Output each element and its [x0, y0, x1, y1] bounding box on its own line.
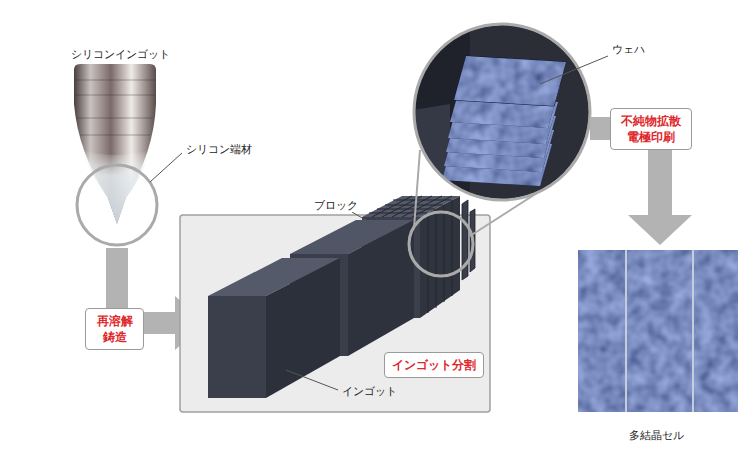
wafer-zoom: [414, 24, 590, 200]
scrap-lens: [77, 165, 157, 245]
part-label: シリコンインゴット: [69, 48, 172, 61]
part-label: シリコン端材: [184, 143, 254, 156]
ingot-tip: [80, 150, 152, 224]
process-box: インゴット分割: [384, 352, 484, 378]
zoom-lens: [409, 212, 473, 276]
ingot-block: [208, 258, 340, 398]
ingot-bands: [75, 80, 155, 135]
silicon-ingot: [74, 64, 156, 224]
part-label: ブロック: [312, 199, 360, 212]
zoom-lens: [414, 24, 590, 200]
part-label: 多結晶セル: [627, 429, 686, 442]
process-text: 不純物拡散 電極印刷: [618, 113, 684, 145]
leader-line: [150, 56, 608, 390]
process-text: インゴット分割: [392, 357, 476, 373]
part-label: インゴット: [340, 385, 399, 398]
process-box: 不純物拡散 電極印刷: [610, 108, 692, 150]
solar-cell: [578, 250, 738, 412]
process-box: 再溶解 鋳造: [85, 308, 144, 350]
part-label: ウェハ: [610, 43, 647, 56]
process-text: 再溶解 鋳造: [93, 313, 136, 345]
